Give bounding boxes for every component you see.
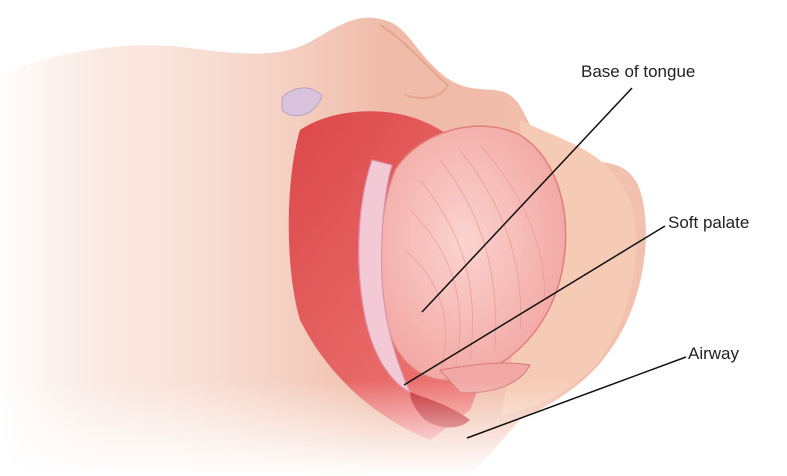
base-of-tongue-label: Base of tongue xyxy=(581,62,695,82)
soft-palate-label: Soft palate xyxy=(668,213,749,233)
bottom-fade xyxy=(0,380,787,476)
airway-label: Airway xyxy=(688,344,739,364)
